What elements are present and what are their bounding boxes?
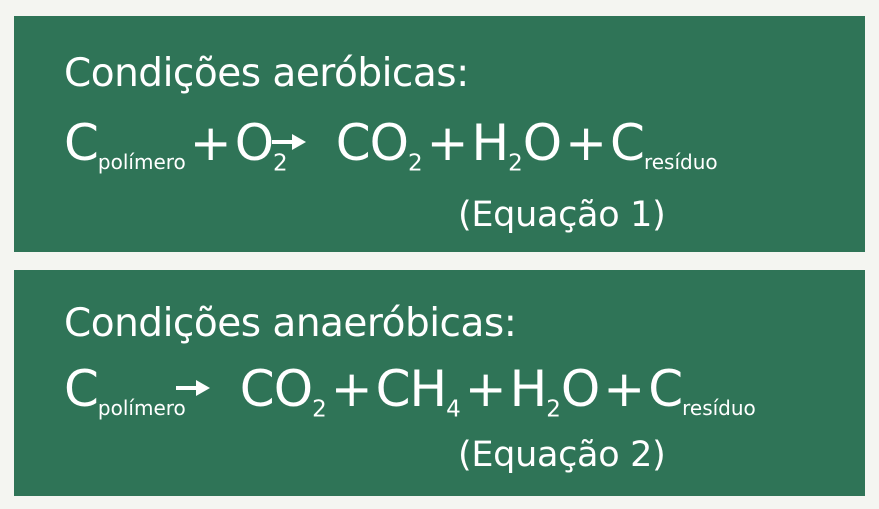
- equation-label-2: (Equação 2): [458, 435, 666, 475]
- residue-carbon: Cresíduo: [648, 360, 756, 420]
- right-arrow-icon: [175, 378, 210, 398]
- plus-sign: +: [426, 114, 469, 172]
- water: H2O: [471, 114, 563, 177]
- methane: CH4: [375, 360, 461, 423]
- equation-label-1: (Equação 1): [458, 195, 666, 235]
- plus-sign: +: [603, 360, 645, 418]
- plus-sign: +: [189, 114, 232, 172]
- carbon-dioxide: CO2: [335, 114, 423, 177]
- plus-sign: +: [565, 114, 607, 172]
- plus-sign: +: [330, 360, 373, 418]
- water: H2O: [509, 360, 601, 423]
- anaerobic-heading: Condições anaeróbicas:: [64, 301, 517, 346]
- polymer-carbon: Cpolímero: [64, 114, 186, 174]
- residue-carbon: Cresíduo: [610, 114, 718, 174]
- oxygen: O2: [234, 114, 288, 177]
- polymer-carbon: Cpolímero: [64, 360, 186, 420]
- plus-sign: +: [464, 360, 507, 418]
- right-arrow-icon: [271, 132, 306, 152]
- carbon-dioxide: CO2: [239, 360, 327, 423]
- aerobic-heading: Condições aeróbicas:: [64, 51, 469, 96]
